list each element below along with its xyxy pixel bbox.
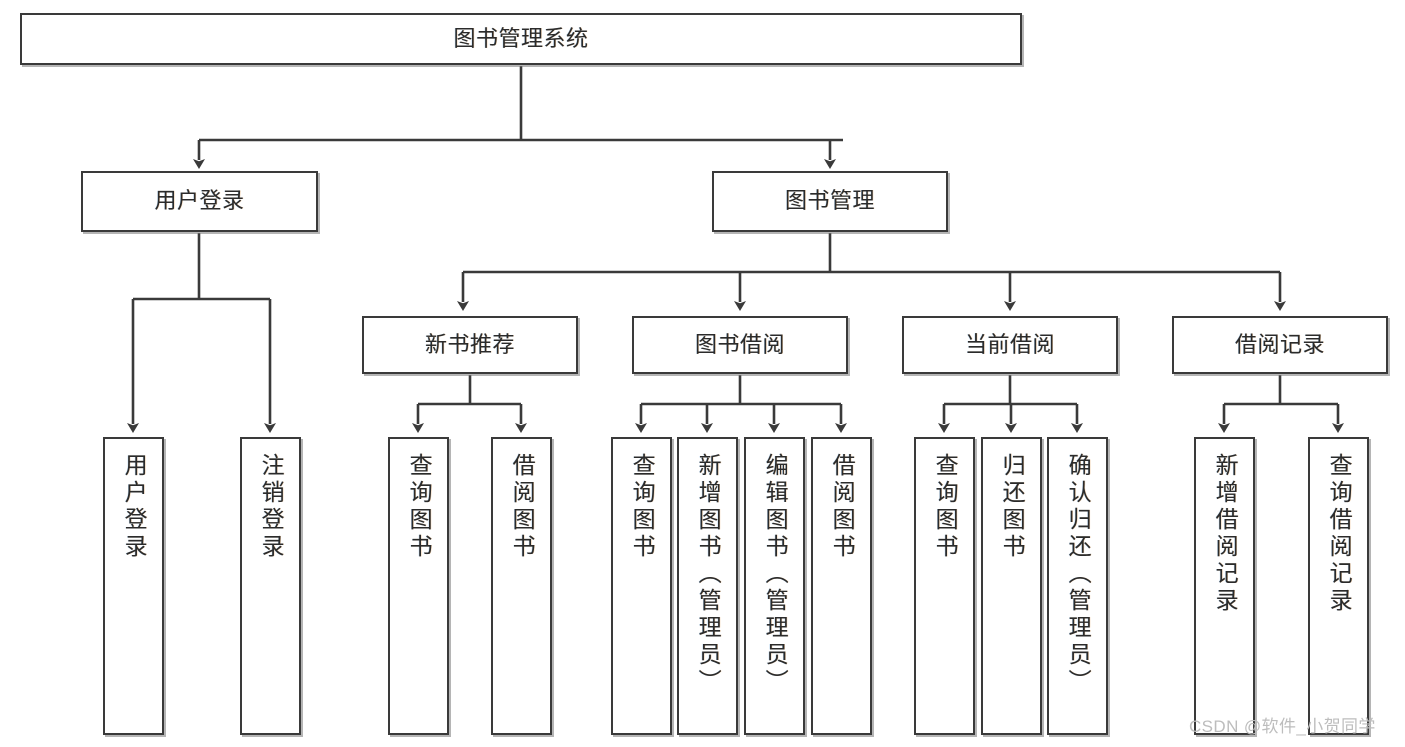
node-label: 查询图书 <box>629 453 656 561</box>
node-label: 归还图书 <box>999 453 1026 561</box>
node-current-borrow[interactable]: 当前借阅 <box>902 316 1118 374</box>
node-label: 用户登录 <box>121 453 148 561</box>
node-new-book-recommend[interactable]: 新书推荐 <box>362 316 578 374</box>
node-label: 借阅记录 <box>1234 331 1325 357</box>
node-label: 图书管理 <box>784 188 875 214</box>
node-label: 查询图书 <box>406 453 433 561</box>
node-label: 新书推荐 <box>424 331 515 357</box>
leaf-borrow-book-borrow[interactable]: 借阅图书 <box>811 437 872 735</box>
leaf-return-book[interactable]: 归还图书 <box>981 437 1042 735</box>
leaf-query-book-newbooks[interactable]: 查询图书 <box>388 437 449 735</box>
node-label: 用户登录 <box>154 188 245 214</box>
leaf-confirm-return-admin[interactable]: 确认归还（管理员） <box>1047 437 1108 735</box>
node-label: 新增图书（管理员） <box>695 453 722 696</box>
leaf-edit-book-admin[interactable]: 编辑图书（管理员） <box>744 437 805 735</box>
node-user-login[interactable]: 用户登录 <box>81 171 318 232</box>
node-label: 借阅图书 <box>509 453 536 561</box>
node-label: 查询借阅记录 <box>1326 453 1353 615</box>
leaf-query-book-borrow[interactable]: 查询图书 <box>611 437 672 735</box>
node-label: 注销登录 <box>258 453 285 561</box>
watermark-text: CSDN @软件_小贺同学 <box>1189 717 1376 736</box>
node-label: 借阅图书 <box>829 453 856 561</box>
leaf-user-login[interactable]: 用户登录 <box>103 437 164 735</box>
node-label: 查询图书 <box>932 453 959 561</box>
node-label: 图书管理系统 <box>453 25 589 51</box>
node-label: 当前借阅 <box>964 331 1055 357</box>
leaf-query-borrow-record[interactable]: 查询借阅记录 <box>1308 437 1369 735</box>
node-book-management[interactable]: 图书管理 <box>712 171 948 232</box>
node-label: 图书借阅 <box>694 331 785 357</box>
leaf-query-book-current[interactable]: 查询图书 <box>914 437 975 735</box>
leaf-borrow-book-newbooks[interactable]: 借阅图书 <box>491 437 552 735</box>
node-root-system[interactable]: 图书管理系统 <box>20 13 1022 65</box>
node-label: 确认归还（管理员） <box>1065 453 1092 696</box>
node-label: 新增借阅记录 <box>1212 453 1239 615</box>
leaf-logout[interactable]: 注销登录 <box>240 437 301 735</box>
leaf-add-book-admin[interactable]: 新增图书（管理员） <box>677 437 738 735</box>
node-label: 编辑图书（管理员） <box>762 453 789 696</box>
node-book-borrow[interactable]: 图书借阅 <box>632 316 848 374</box>
leaf-add-borrow-record[interactable]: 新增借阅记录 <box>1194 437 1255 735</box>
node-borrow-records[interactable]: 借阅记录 <box>1172 316 1388 374</box>
